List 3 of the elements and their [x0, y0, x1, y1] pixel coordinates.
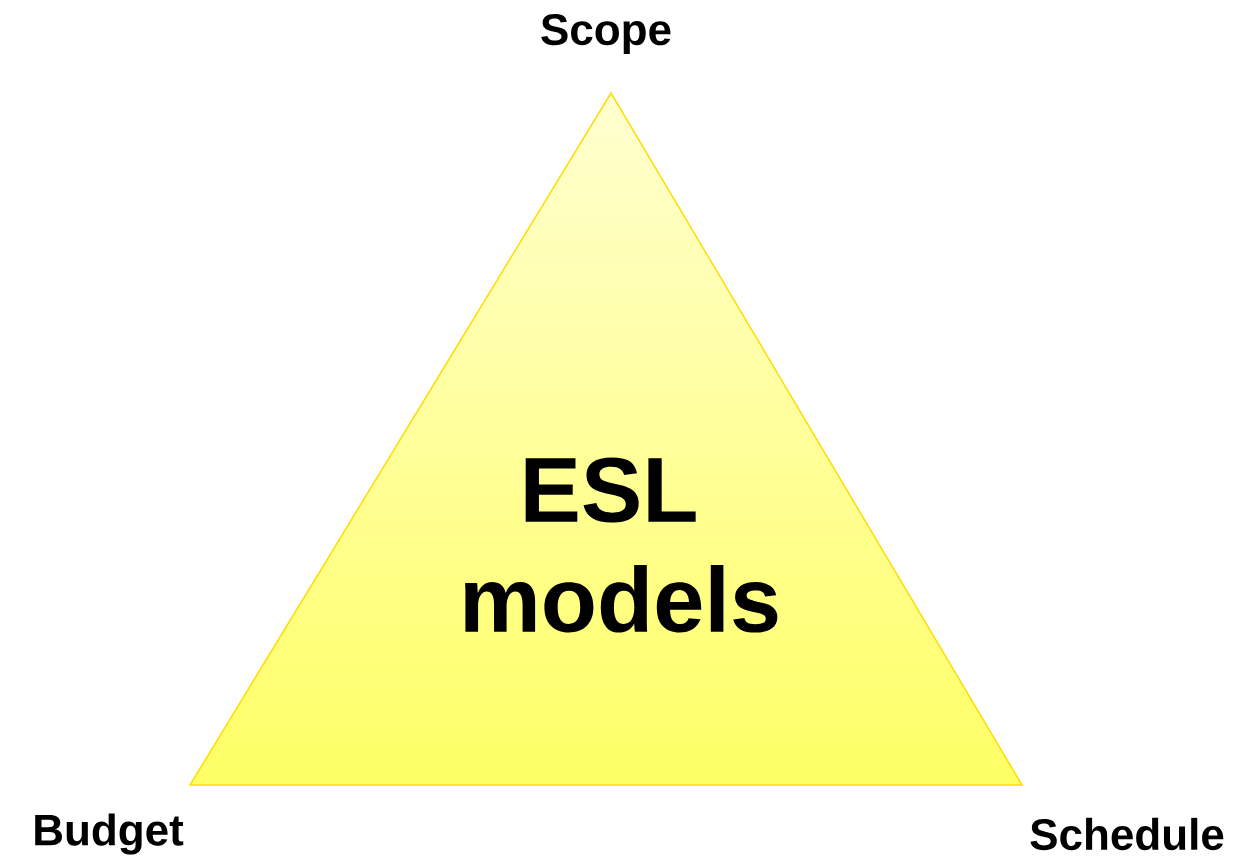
vertex-label: Budget [35, 813, 184, 855]
vertex-label: Schedule [1030, 817, 1224, 851]
vertex-label: Scope [541, 14, 671, 54]
